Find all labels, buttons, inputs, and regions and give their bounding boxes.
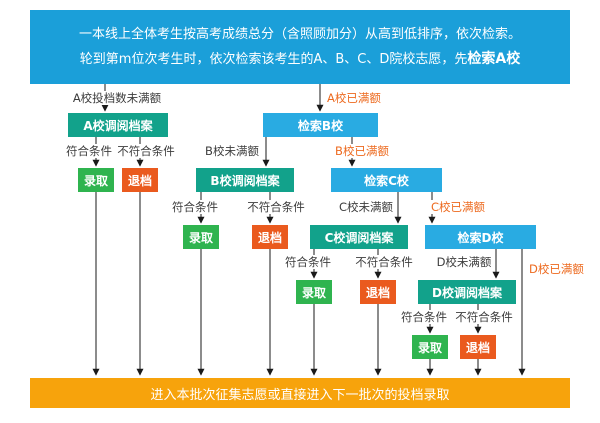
box-reject-c: 退档: [360, 280, 396, 304]
banner-line-1: 一本线上全体考生按高考成绩总分（含照顾加分）从高到低排序，依次检索。: [78, 27, 521, 42]
banner-line-2: 轮到第m位次考生时，依次检索该考生的A、B、C、D院校志愿，先检索A校: [80, 47, 520, 72]
label-a-full: A校已满额: [325, 91, 383, 105]
label-c-not-meet: 不符合条件: [353, 255, 415, 269]
footer-text: 进入本批次征集志愿或直接进入下一批次的投档录取: [150, 387, 450, 403]
label-c-not-full: C校未满额: [336, 200, 396, 214]
label-d-meet: 符合条件: [399, 310, 449, 324]
label-b-not-meet: 不符合条件: [245, 200, 307, 214]
box-admit-c: 录取: [296, 280, 332, 304]
box-admit-b: 录取: [183, 225, 219, 249]
label-c-full: C校已满额: [428, 200, 488, 214]
label-d-full: D校已满额: [527, 262, 586, 276]
box-admit-d: 录取: [412, 335, 448, 359]
box-reject-d: 退档: [460, 335, 496, 359]
label-d-not-meet: 不符合条件: [453, 310, 515, 324]
box-c-review-files: C校调阅档案: [310, 225, 408, 249]
label-b-meet: 符合条件: [170, 200, 220, 214]
label-a-not-full: A校投档数未满额: [70, 91, 164, 105]
label-b-full: B校已满额: [333, 144, 391, 158]
process-description-banner: 一本线上全体考生按高考成绩总分（含照顾加分）从高到低排序，依次检索。 轮到第m位…: [30, 10, 570, 84]
label-a-not-meet: 不符合条件: [115, 144, 177, 158]
label-c-meet: 符合条件: [283, 255, 333, 269]
box-search-c: 检索C校: [331, 168, 442, 192]
box-a-review-files: A校调阅档案: [68, 113, 168, 137]
banner-line-2-bold: 检索A校: [467, 51, 521, 67]
box-search-b: 检索B校: [263, 113, 378, 137]
box-search-d: 检索D校: [425, 225, 536, 249]
box-reject-a: 退档: [122, 168, 158, 192]
box-b-review-files: B校调阅档案: [196, 168, 294, 192]
box-reject-b: 退档: [252, 225, 288, 249]
label-a-meet: 符合条件: [64, 144, 114, 158]
banner-line-2-text: 轮到第m位次考生时，依次检索该考生的A、B、C、D院校志愿，先: [79, 52, 468, 67]
box-d-review-files: D校调阅档案: [418, 280, 516, 304]
footer-next-batch-bar: 进入本批次征集志愿或直接进入下一批次的投档录取: [30, 378, 570, 408]
label-d-not-full: D校未满额: [434, 255, 494, 269]
box-admit-a: 录取: [78, 168, 114, 192]
label-b-not-full: B校未满额: [203, 144, 261, 158]
